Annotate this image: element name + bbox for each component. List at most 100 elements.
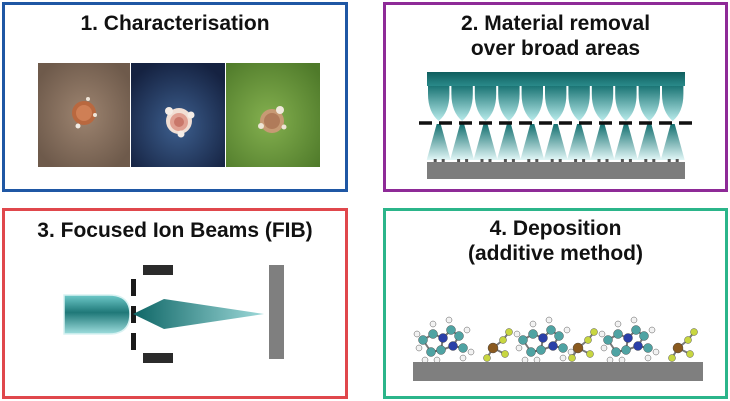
carbon-atom: [418, 335, 428, 345]
surface-pit: [620, 159, 624, 162]
carbon-atom: [536, 345, 546, 355]
hydrogen-atom: [515, 344, 523, 352]
panel-title-line-2: (additive method): [467, 242, 643, 265]
surface-pit: [574, 159, 578, 162]
ion-column: [63, 294, 131, 335]
beamlet: [590, 124, 615, 160]
brown-sample-photo: [38, 63, 130, 167]
nitrogen-atom: [438, 333, 448, 343]
fluorine-atom: [686, 350, 694, 358]
beamlet: [660, 124, 685, 160]
hydrogen-atom: [463, 326, 471, 334]
beamlet: [520, 124, 545, 160]
hydrogen-atom: [614, 320, 622, 328]
carbon-atom: [426, 347, 436, 357]
emitter-cup: [521, 86, 543, 121]
panel-title-material-removal: 2. Material removal over broad areas: [386, 11, 725, 61]
nitrogen-atom: [538, 333, 548, 343]
substrate: [427, 162, 685, 179]
surface-pit: [558, 159, 562, 162]
carbon-atom: [554, 331, 564, 341]
hydrogen-atom: [652, 348, 660, 356]
hydrogen-atom: [559, 354, 567, 362]
carbon-atom: [454, 331, 464, 341]
aperture-mid: [131, 306, 136, 323]
carbon-atom: [526, 347, 536, 357]
fib-column-icon: [63, 265, 284, 363]
carbon-atom: [603, 335, 613, 345]
blue-sample-photo: [131, 63, 225, 167]
carbon-atom: [446, 325, 456, 335]
carbon-atom: [458, 343, 468, 353]
emitter-cups: [428, 86, 684, 121]
aperture-bottom: [131, 333, 136, 350]
surface-pit: [527, 159, 531, 162]
carbon-atom: [558, 343, 568, 353]
fluorine-atom: [501, 350, 509, 358]
surface-features: [433, 159, 679, 162]
focused-beam: [133, 299, 264, 329]
surface-pit: [605, 159, 609, 162]
emitter-cup: [474, 86, 497, 121]
emitter-cup: [498, 86, 520, 121]
beamlet: [426, 124, 451, 160]
sample-photos: [38, 63, 320, 167]
hydrogen-atom: [513, 330, 521, 338]
surface-pit: [675, 159, 679, 162]
boron-atom: [572, 342, 584, 354]
carbon-atom: [611, 347, 621, 357]
surface-pit: [441, 159, 445, 162]
beamlets: [426, 124, 685, 160]
beamlet: [496, 124, 521, 160]
panel-focused-ion-beams: 3. Focused Ion Beams (FIB): [2, 208, 348, 399]
fluorine-atom: [584, 336, 592, 344]
hydrogen-atom: [644, 354, 652, 362]
surface-pit: [503, 159, 507, 162]
fluorine-atom: [483, 354, 491, 362]
surface-pit: [667, 159, 671, 162]
surface-pit: [511, 159, 515, 162]
panel-title-line-2: over broad areas: [470, 37, 641, 60]
nitrogen-atom: [633, 341, 643, 351]
beamlet: [613, 124, 638, 160]
broad-ion-source-icon: [419, 72, 693, 179]
hydrogen-atom: [445, 316, 453, 324]
carbon-atom: [639, 331, 649, 341]
panel-deposition: 4. Deposition (additive method): [383, 208, 728, 399]
emitter-cup: [451, 86, 473, 121]
source-bar: [427, 72, 685, 86]
deposition-substrate: [413, 362, 703, 381]
deflector-top: [143, 265, 173, 275]
emitter-cup: [615, 86, 637, 121]
panel-title-deposition: 4. Deposition (additive method): [386, 216, 725, 266]
beamlet: [450, 124, 475, 160]
beamlet: [567, 124, 592, 160]
panel-title-characterisation: 1. Characterisation: [80, 12, 270, 35]
surface-pit: [457, 159, 461, 162]
target: [269, 265, 284, 359]
boron-atom: [672, 342, 684, 354]
surface-pit: [628, 159, 632, 162]
emitter-cup: [638, 86, 660, 121]
panel-material-removal: 2. Material removal over broad areas: [383, 2, 728, 192]
hydrogen-atom: [600, 344, 608, 352]
emitter-cup: [662, 86, 684, 121]
emitter-cup: [591, 86, 614, 121]
panel-title-line-1: 4. Deposition: [489, 217, 622, 240]
surface-pit: [582, 159, 586, 162]
hydrogen-atom: [545, 316, 553, 324]
carbon-atom: [631, 325, 641, 335]
hydrogen-atom: [563, 326, 571, 334]
surface-pit: [480, 159, 484, 162]
surface-pit: [535, 159, 539, 162]
carbon-atom: [621, 345, 631, 355]
hydrogen-atom: [413, 330, 421, 338]
surface-pit: [597, 159, 601, 162]
panel-title-fib: 3. Focused Ion Beams (FIB): [37, 219, 313, 242]
surface-pit: [488, 159, 492, 162]
deflector-bottom: [143, 353, 173, 363]
emitter-cup: [568, 86, 590, 121]
carbon-atom: [546, 325, 556, 335]
hydrogen-atom: [529, 320, 537, 328]
